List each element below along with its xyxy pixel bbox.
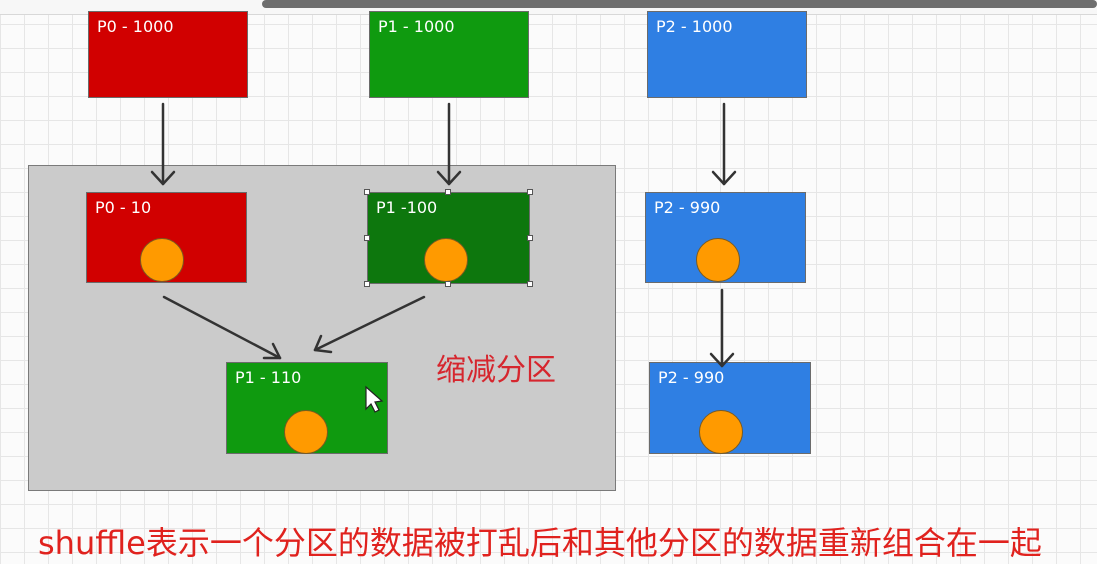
resize-handle[interactable] xyxy=(364,281,370,287)
arrow-p2-down xyxy=(711,102,737,186)
data-dot xyxy=(696,238,740,282)
resize-handle[interactable] xyxy=(527,189,533,195)
resize-handle[interactable] xyxy=(527,235,533,241)
resize-handle[interactable] xyxy=(364,189,370,195)
partition-p2-source[interactable]: P2 - 1000 xyxy=(647,11,807,98)
partition-p0-reduced[interactable]: P0 - 10 xyxy=(86,192,247,283)
partition-p2-final[interactable]: P2 - 990 xyxy=(649,362,811,454)
partition-p0-source[interactable]: P0 - 1000 xyxy=(88,11,248,98)
resize-handle[interactable] xyxy=(445,281,451,287)
data-dot xyxy=(699,410,743,454)
horizontal-scrollbar[interactable] xyxy=(262,0,1097,8)
partition-p1-source[interactable]: P1 - 1000 xyxy=(369,11,529,98)
arrow-p0-merge xyxy=(162,295,282,360)
arrow-p2-down-final xyxy=(709,288,735,368)
data-dot xyxy=(140,238,184,282)
partition-label: P1 -100 xyxy=(376,198,438,217)
partition-p1-merged[interactable]: P1 - 110 xyxy=(226,362,388,454)
partition-label: P1 - 110 xyxy=(235,368,302,387)
resize-handle[interactable] xyxy=(527,281,533,287)
partition-label: P0 - 10 xyxy=(95,198,152,217)
partition-label: P2 - 1000 xyxy=(656,17,733,36)
caption-text: shuffle表示一个分区的数据被打乱后和其他分区的数据重新组合在一起 xyxy=(38,524,1042,562)
partition-label: P1 - 1000 xyxy=(378,17,455,36)
arrow-p1-down xyxy=(436,102,462,186)
mouse-cursor-icon xyxy=(365,385,384,413)
partition-label: P2 - 990 xyxy=(658,368,725,387)
resize-handle[interactable] xyxy=(445,189,451,195)
partition-label: P0 - 1000 xyxy=(97,17,174,36)
data-dot xyxy=(284,410,328,454)
partition-label: P2 - 990 xyxy=(654,198,721,217)
resize-handle[interactable] xyxy=(364,235,370,241)
arrow-p1-merge xyxy=(313,295,426,354)
arrow-p0-down xyxy=(150,102,176,186)
group-label: 缩减分区 xyxy=(436,353,556,388)
partition-p2-middle[interactable]: P2 - 990 xyxy=(645,192,806,283)
